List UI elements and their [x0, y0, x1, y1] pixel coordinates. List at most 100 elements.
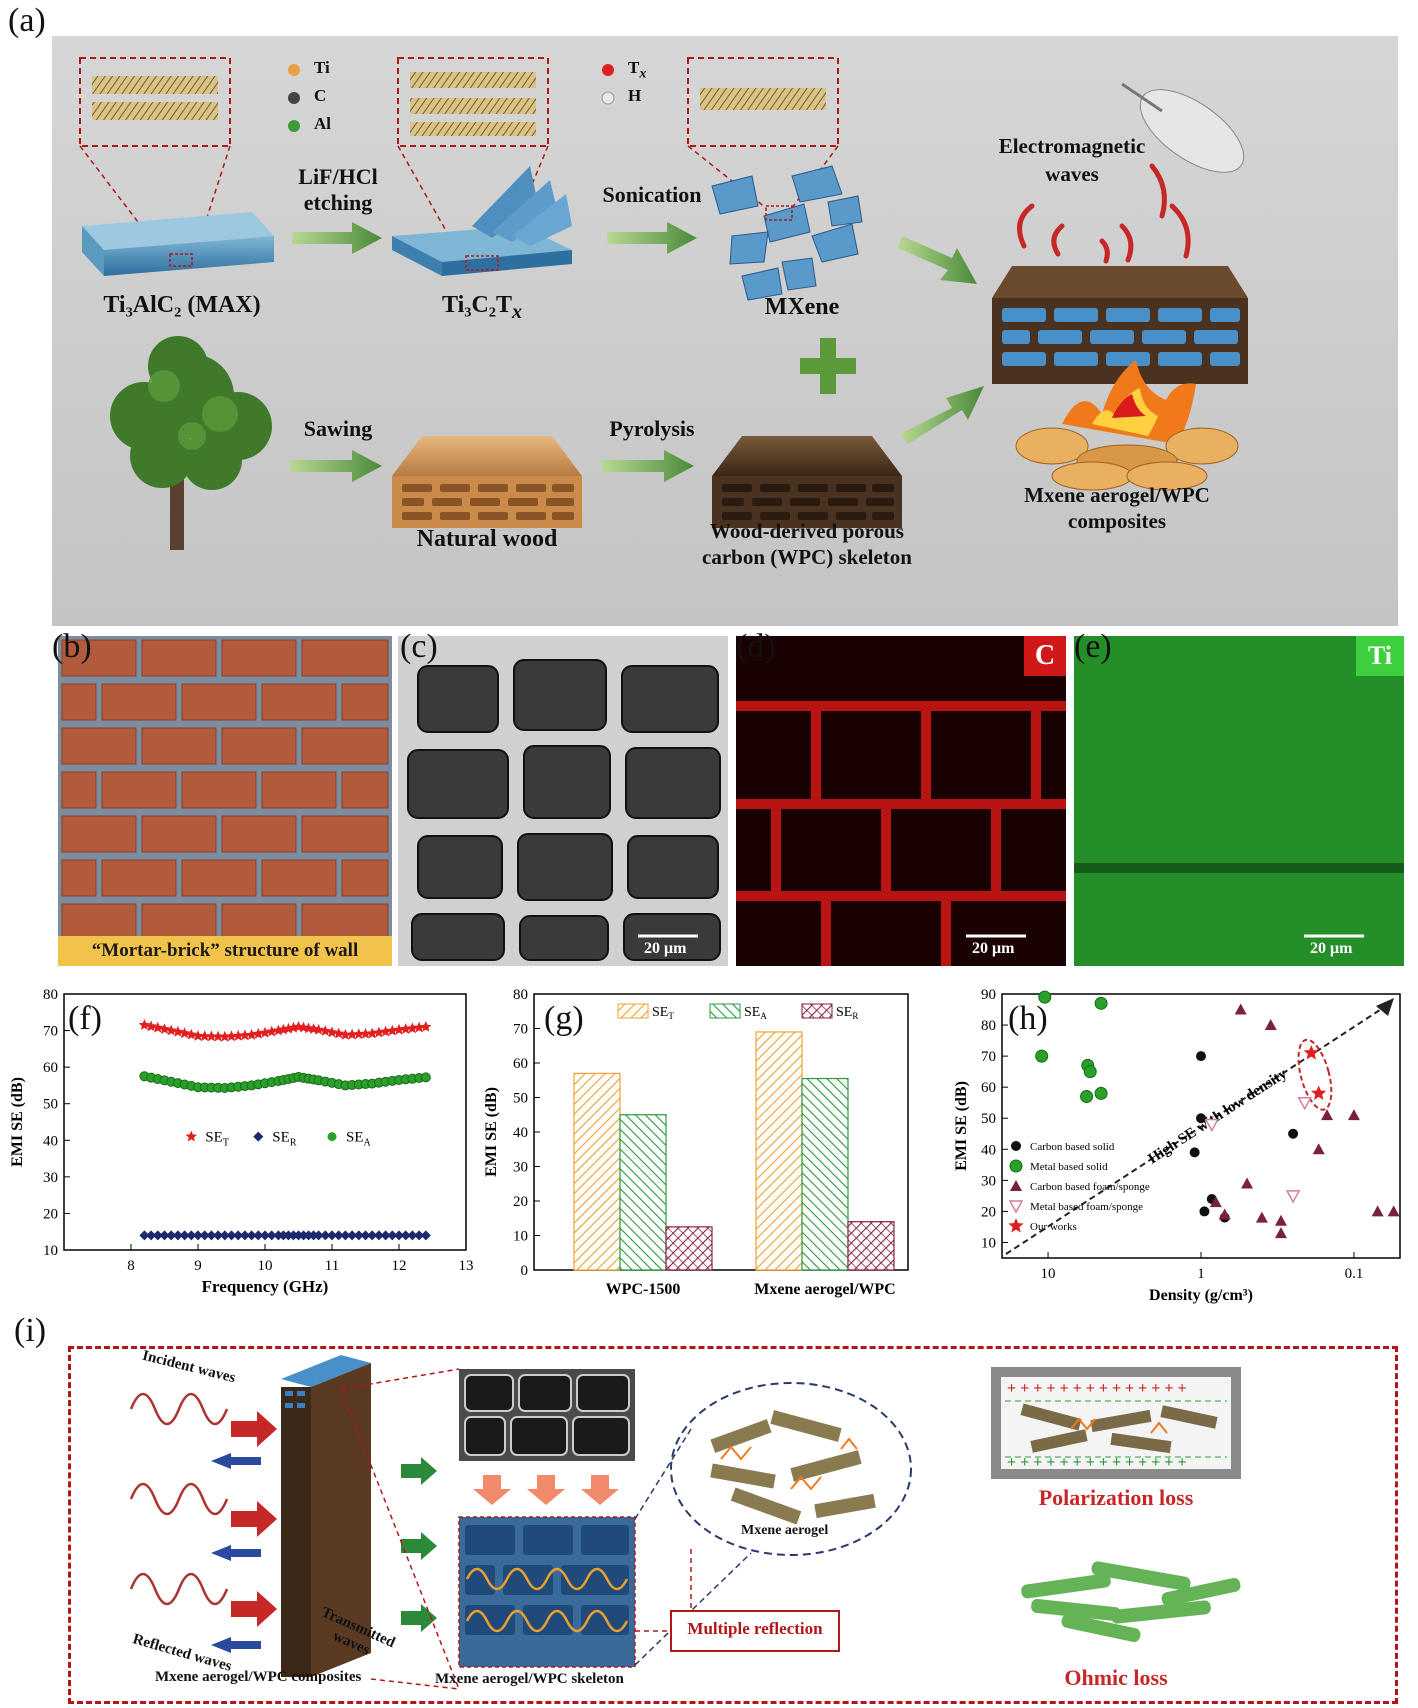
chart-g-legend-SE_R: SER — [836, 1005, 858, 1021]
chart-h-ylabel: EMI SE (dB) — [953, 1081, 970, 1171]
chart-f-xtick-label: 10 — [258, 1258, 273, 1274]
label-composite-block: Mxene aerogel/WPC composites — [155, 1669, 361, 1686]
step-etching: LiF/HCl etching — [278, 164, 398, 216]
chart-f-xtick-label: 13 — [459, 1258, 474, 1274]
panel-label-e: (e) — [1074, 628, 1112, 666]
chart-g-bar-SE_A — [620, 1115, 666, 1270]
chart-h-emi-vs-density: 1010.1102030405060708090Density (g/cm³)E… — [950, 980, 1418, 1338]
chart-f-legend-marker — [253, 1132, 263, 1142]
chart-h-point — [1288, 1129, 1298, 1139]
chart-g-legend-SE_T: SET — [652, 1005, 674, 1021]
chart-h-point — [1265, 1019, 1277, 1030]
chart-g-emi-bars: 01020304050607080EMI SE (dB)WPC-1500Mxen… — [480, 980, 940, 1338]
chart-h-ytick-label: 40 — [981, 1142, 996, 1158]
chart-h-xlabel: Density (g/cm³) — [1149, 1287, 1253, 1304]
panel-label-c: (c) — [400, 628, 438, 666]
chart-g-ytick-label: 70 — [513, 1022, 528, 1038]
chart-g-ytick-label: 0 — [521, 1263, 529, 1279]
label-ti3c2tx-sub: x — [512, 301, 522, 323]
label-aerogel: Mxene aerogel — [741, 1523, 828, 1539]
chart-h-point — [1256, 1212, 1268, 1223]
chart-h-xtick-label: 1 — [1197, 1266, 1205, 1282]
panel-label-d: (d) — [736, 628, 776, 666]
chart-h-point — [1299, 1098, 1311, 1109]
chart-h-ytick-label: 20 — [981, 1204, 996, 1220]
sem-scale: 20 μm — [644, 940, 686, 958]
chart-h-point — [1348, 1109, 1360, 1120]
chart-h-point — [1372, 1205, 1384, 1216]
chart-h-point — [1036, 1050, 1048, 1062]
chart-g-ytick-label: 10 — [513, 1229, 528, 1245]
svg-text:+ + + + + + + + + + + + + +: + + + + + + + + + + + + + + — [1007, 1380, 1187, 1397]
step-pyrolysis: Pyrolysis — [582, 416, 722, 442]
label-natural-wood: Natural wood — [382, 526, 592, 553]
panel-label-a: (a) — [8, 2, 46, 40]
chart-f-xlabel: Frequency (GHz) — [202, 1277, 329, 1296]
eds-c-badge: C — [1024, 636, 1066, 676]
label-em-waves: Electromagnetic waves — [972, 132, 1172, 188]
chart-f-ytick-label: 50 — [43, 1097, 58, 1113]
chart-g-ytick-label: 20 — [513, 1194, 528, 1210]
chart-f-xtick-label: 12 — [392, 1258, 407, 1274]
chart-f-ylabel: EMI SE (dB) — [9, 1077, 26, 1167]
chart-f-xtick-label: 8 — [127, 1258, 135, 1274]
legend-tx: Tx — [628, 58, 646, 82]
eds-ti-scale: 20 μm — [1310, 940, 1352, 958]
legend-tx-t: T — [628, 58, 639, 77]
chart-g-ytick-label: 50 — [513, 1091, 528, 1107]
chart-f-xtick-label: 11 — [325, 1258, 339, 1274]
chart-h-legend-marker — [1010, 1201, 1022, 1212]
chart-g-ytick-label: 60 — [513, 1056, 528, 1072]
legend-tx-sub: x — [639, 65, 646, 81]
label-max: Ti₃AlC₂ (MAX) — [82, 292, 282, 319]
chart-h-legend-marker — [1010, 1180, 1022, 1191]
chart-g-bar-SE_A — [802, 1079, 848, 1270]
chart-h-point — [1095, 1087, 1107, 1099]
chart-g-legend-swatch — [710, 1004, 740, 1018]
legend-al: Al — [314, 114, 331, 134]
chart-h-trend-arrowhead — [1376, 998, 1394, 1016]
panel-label-b: (b) — [52, 628, 92, 666]
label-ohmic-loss: Ohmic loss — [991, 1665, 1241, 1691]
legend-SE_A: SEA — [346, 1130, 372, 1149]
legend-h: H — [628, 86, 641, 106]
chart-h-point — [1196, 1113, 1206, 1123]
label-mxene: MXene — [742, 294, 862, 321]
chart-h-ytick-label: 30 — [981, 1173, 996, 1189]
label-wpc: Wood-derived porous carbon (WPC) skeleto… — [682, 518, 932, 570]
chart-f-ytick-label: 10 — [43, 1243, 58, 1259]
chart-h-point — [1388, 1205, 1400, 1216]
chart-h-point — [1084, 1066, 1096, 1078]
chart-h-ytick-label: 60 — [981, 1080, 996, 1096]
chart-h-legend-marker — [1010, 1160, 1022, 1172]
chart-h-ytick-label: 80 — [981, 1018, 996, 1034]
chart-h-legend-label: Carbon based foam/sponge — [1030, 1181, 1150, 1193]
chart-h-point — [1321, 1109, 1333, 1120]
chart-h-point — [1235, 1004, 1247, 1015]
chart-h-ytick-label: 10 — [981, 1235, 996, 1251]
step-sonication: Sonication — [582, 182, 722, 208]
chart-h-point — [1275, 1215, 1287, 1226]
chart-h-legend-label: Metal based solid — [1030, 1161, 1108, 1173]
legend-SE_R: SER — [272, 1130, 297, 1149]
sem-graphic — [398, 636, 728, 966]
chart-h-xtick-label: 0.1 — [1345, 1266, 1364, 1282]
chart-g-legend-swatch — [802, 1004, 832, 1018]
chart-f-point-SE_A — [421, 1073, 430, 1082]
chart-g-bar-SE_R — [666, 1227, 712, 1270]
chart-h-point — [1287, 1191, 1299, 1202]
step-sawing: Sawing — [278, 416, 398, 442]
chart-h-point — [1311, 1085, 1326, 1100]
eds-ti-badge: Ti — [1356, 636, 1404, 676]
chart-h-point — [1313, 1143, 1325, 1154]
chart-h-legend-label: Metal based foam/sponge — [1030, 1201, 1143, 1213]
eds-ti-graphic — [1074, 636, 1404, 966]
brick-wall-caption: “Mortar-brick” structure of wall — [58, 936, 392, 966]
chart-f-ytick-label: 30 — [43, 1170, 58, 1186]
chart-g-bar-SE_T — [756, 1032, 802, 1270]
chart-f-emi-vs-frequency: 89101112131020304050607080Frequency (GHz… — [0, 980, 480, 1338]
chart-g-ytick-label: 30 — [513, 1160, 528, 1176]
panel-i-mechanism: + + + + + + + + + + + + + + + + + + + + … — [68, 1346, 1398, 1704]
label-polarization-loss: Polarization loss — [991, 1485, 1241, 1511]
chart-h-point — [1241, 1177, 1253, 1188]
